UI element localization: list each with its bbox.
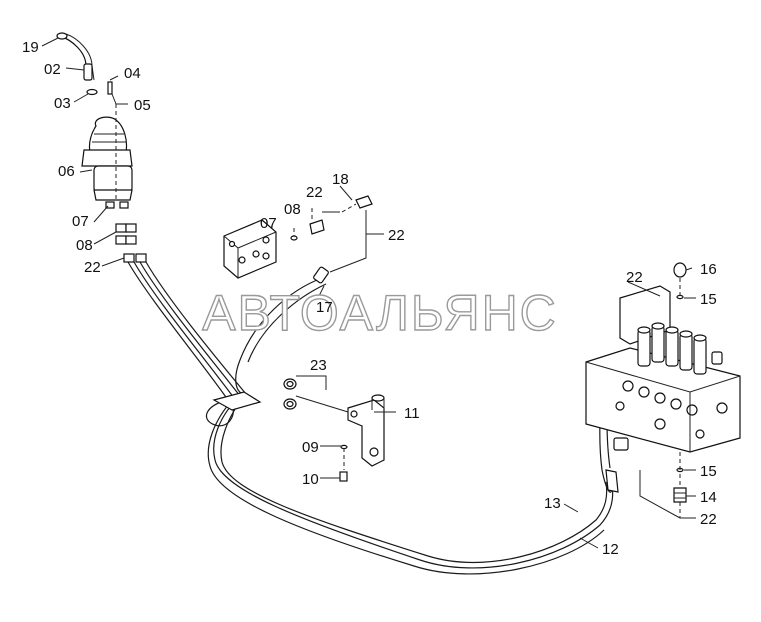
callout-07-joystick: 07 [72, 213, 89, 230]
callout-22-right: 22 [388, 227, 405, 244]
leader-lines [41, 37, 696, 549]
joystick-assembly [56, 32, 147, 263]
callout-08-joystick: 08 [76, 237, 93, 254]
callout-15-top: 15 [700, 291, 717, 308]
callout-labels: 19 02 03 04 05 06 07 08 22 07 08 22 18 2… [22, 39, 717, 558]
valve-block [223, 195, 373, 284]
callout-17: 17 [316, 299, 333, 316]
callout-12: 12 [602, 541, 619, 558]
callout-22-block: 22 [306, 184, 323, 201]
callout-23: 23 [310, 357, 327, 374]
callout-10: 10 [302, 471, 319, 488]
bracket [212, 378, 385, 482]
control-valve [585, 262, 741, 503]
callout-03: 03 [54, 95, 71, 112]
callout-02: 02 [44, 61, 61, 78]
callout-22-bottom: 22 [700, 511, 717, 528]
callout-11: 11 [404, 405, 420, 422]
callout-14: 14 [700, 489, 717, 506]
joystick-hose-bundle [127, 261, 614, 575]
callout-08-block: 08 [284, 201, 301, 218]
callout-04: 04 [124, 65, 141, 82]
callout-09: 09 [302, 439, 319, 456]
callout-22-joystick: 22 [84, 259, 101, 276]
callout-16: 16 [700, 261, 717, 278]
callout-19: 19 [22, 39, 39, 56]
callout-22-valve: 22 [626, 269, 643, 286]
callout-06: 06 [58, 163, 75, 180]
callout-05: 05 [134, 97, 151, 114]
watermark-text: АВТОАЛЬЯНС [202, 285, 558, 341]
callout-13: 13 [544, 495, 561, 512]
callout-07-block: 07 [260, 215, 277, 232]
callout-18: 18 [332, 171, 349, 188]
hose-17 [235, 277, 327, 395]
callout-15-bottom: 15 [700, 463, 717, 480]
